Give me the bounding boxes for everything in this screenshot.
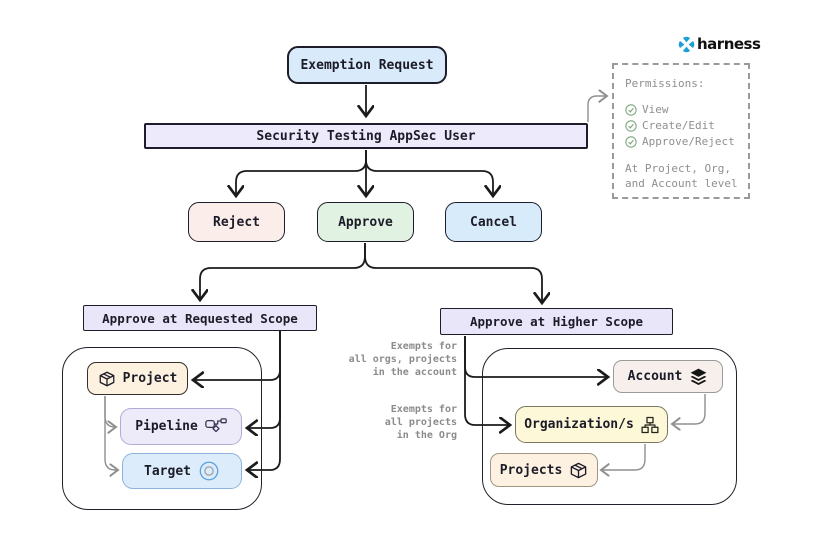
requested-scope-container: [62, 347, 262, 510]
account-node: Account: [613, 360, 723, 393]
permissions-title: Permissions:: [625, 77, 705, 90]
reject-label: Reject: [213, 214, 260, 230]
higher-scope-label: Approve at Higher Scope: [469, 314, 644, 329]
pipeline-icon: [205, 418, 227, 435]
permission-label: Approve/Reject: [642, 134, 735, 148]
organizations-node: Organization/s: [515, 406, 668, 443]
target-node: Target: [122, 453, 242, 489]
permission-label: Create/Edit: [642, 118, 715, 132]
cancel-label: Cancel: [470, 214, 517, 230]
harness-logo: harness: [678, 35, 761, 53]
harness-logo-icon: [678, 36, 695, 53]
appsec-user-node: Security Testing AppSec User: [144, 123, 588, 149]
target-icon: [198, 460, 220, 482]
account-label: Account: [627, 369, 683, 384]
permissions-scope-note: At Project, Org, and Account level: [625, 161, 738, 191]
appsec-user-label: Security Testing AppSec User: [256, 128, 476, 144]
requested-scope-node: Approve at Requested Scope: [83, 305, 317, 331]
project-label: Project: [122, 371, 178, 386]
permissions-panel: Permissions: View Create/Edit Approve/Re…: [612, 63, 750, 199]
permission-item: Approve/Reject: [625, 134, 738, 150]
higher-scope-container: [482, 348, 737, 505]
reject-node: Reject: [188, 202, 285, 242]
projects-node: Projects: [490, 453, 598, 487]
pipeline-label: Pipeline: [135, 419, 198, 434]
cube-icon: [98, 370, 116, 388]
target-label: Target: [144, 463, 191, 479]
exemption-request-node: Exemption Request: [287, 46, 447, 84]
higher-scope-node: Approve at Higher Scope: [440, 308, 673, 335]
permission-label: View: [642, 103, 669, 116]
approve-label: Approve: [338, 214, 393, 230]
exemption-request-label: Exemption Request: [300, 57, 434, 73]
org-chart-icon: [641, 416, 659, 434]
cube-icon: [569, 461, 588, 480]
permission-item: Create/Edit: [625, 118, 738, 134]
permission-item: View: [625, 102, 738, 118]
requested-scope-label: Approve at Requested Scope: [102, 310, 298, 326]
layers-icon: [689, 367, 708, 386]
harness-logo-text: harness: [697, 35, 761, 53]
project-node: Project: [87, 362, 188, 395]
pipeline-node: Pipeline: [120, 408, 242, 445]
organizations-label: Organization/s: [524, 417, 634, 432]
account-exemption-note: Exempts for all orgs, projects in the ac…: [348, 341, 457, 378]
check-circle-icon: [625, 104, 637, 116]
check-circle-icon: [625, 120, 637, 132]
cancel-node: Cancel: [445, 202, 542, 242]
approve-node: Approve: [317, 202, 414, 242]
check-circle-icon: [625, 136, 637, 148]
projects-label: Projects: [499, 462, 563, 478]
org-exemption-note: Exempts for all projects in the Org: [384, 404, 457, 441]
